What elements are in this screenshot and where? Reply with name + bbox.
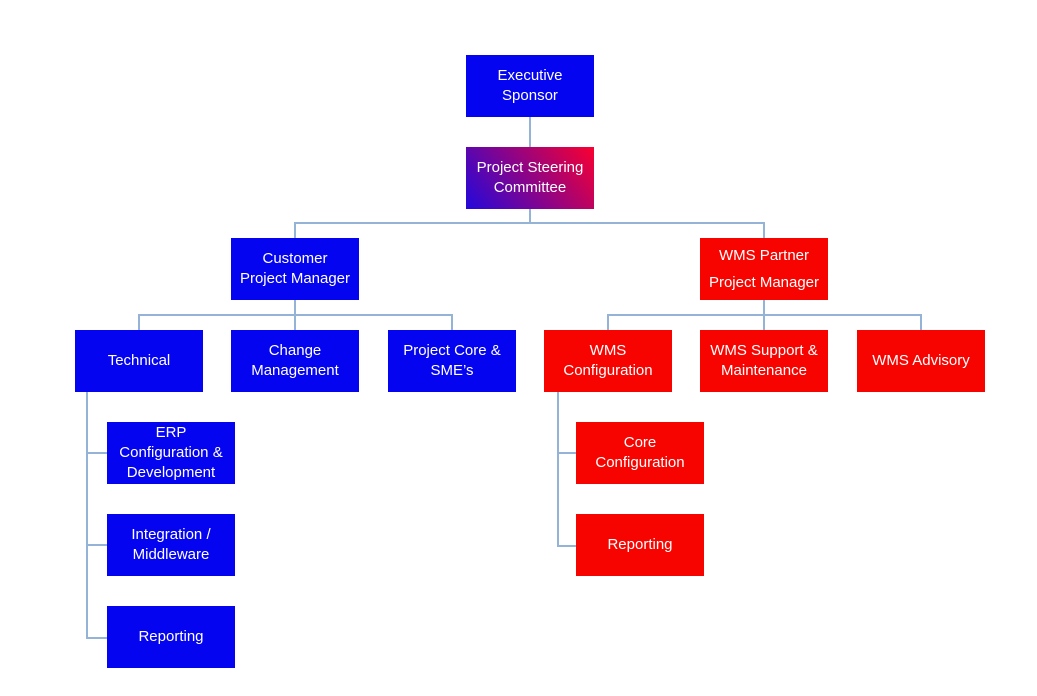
connector-line — [763, 314, 765, 330]
org-node-label: Reporting — [138, 628, 204, 645]
connector-line — [529, 117, 531, 147]
org-node-label: Change Management — [251, 342, 339, 379]
org-node-label: Technical — [107, 352, 171, 369]
org-node-label: WMS Support & Maintenance — [710, 342, 818, 379]
connector-line — [86, 637, 107, 639]
connector-line — [557, 545, 576, 547]
org-node-core-config: Core Configuration — [576, 422, 704, 484]
org-node-label: Reporting — [607, 536, 673, 553]
connector-line — [86, 392, 88, 639]
connector-line — [529, 209, 531, 223]
org-node-integration: Integration / Middleware — [107, 514, 235, 576]
org-node-wms-advisory: WMS Advisory — [857, 330, 985, 392]
org-node-label: Executive Sponsor — [497, 67, 563, 104]
connector-line — [451, 314, 453, 330]
connector-line — [920, 314, 922, 330]
connector-line — [294, 222, 765, 224]
org-node-label: WMS Partner Project Manager — [708, 247, 820, 291]
connector-line — [138, 314, 140, 330]
org-node-label: WMS Advisory — [872, 352, 970, 369]
connector-line — [86, 452, 107, 454]
connector-line — [557, 452, 576, 454]
org-node-technical: Technical — [75, 330, 203, 392]
org-node-label: Core Configuration — [595, 434, 685, 471]
connector-line — [294, 314, 296, 330]
connector-line — [763, 222, 765, 238]
org-node-change: Change Management — [231, 330, 359, 392]
org-node-core-sme: Project Core & SME’s — [388, 330, 516, 392]
org-node-reporting-tech: Reporting — [107, 606, 235, 668]
connector-line — [294, 300, 296, 315]
connector-line — [763, 300, 765, 315]
connector-line — [294, 222, 296, 238]
org-node-wms-pm: WMS Partner Project Manager — [700, 238, 828, 300]
org-node-label: Integration / Middleware — [131, 526, 211, 563]
connector-line — [607, 314, 609, 330]
org-node-label: Customer Project Manager — [239, 250, 351, 287]
org-node-steering: Project Steering Committee — [466, 147, 594, 209]
org-node-erp: ERP Configuration & Development — [107, 422, 235, 484]
org-node-reporting-wms: Reporting — [576, 514, 704, 576]
connector-line — [557, 392, 559, 547]
org-node-label: Project Steering Committee — [476, 159, 584, 196]
org-node-exec: Executive Sponsor — [466, 55, 594, 117]
org-node-wms-support: WMS Support & Maintenance — [700, 330, 828, 392]
org-node-customer-pm: Customer Project Manager — [231, 238, 359, 300]
org-node-label: Project Core & SME’s — [403, 342, 501, 379]
org-node-label: WMS Configuration — [563, 342, 653, 379]
connector-line — [86, 544, 107, 546]
org-node-label: ERP Configuration & Development — [119, 424, 223, 481]
org-node-wms-config: WMS Configuration — [544, 330, 672, 392]
